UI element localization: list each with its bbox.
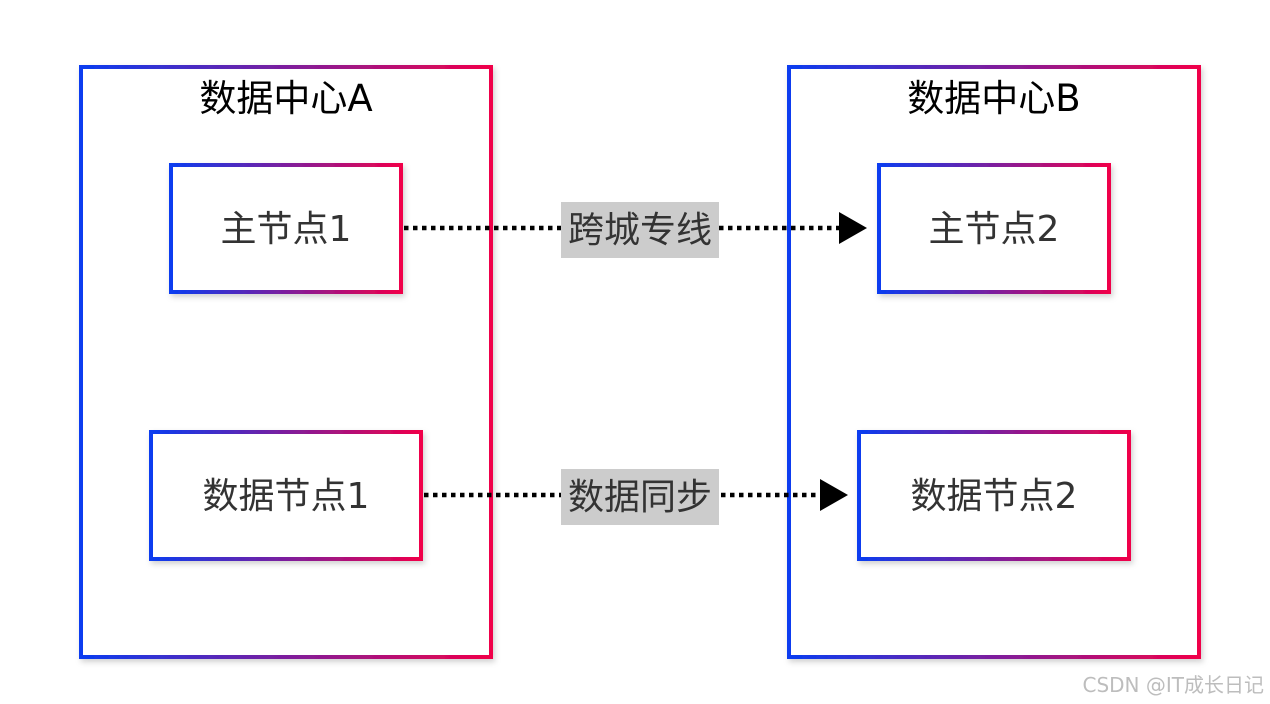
node-data-2-box[interactable]	[857, 430, 1131, 561]
watermark: CSDN @IT成长日记	[1082, 673, 1265, 697]
edge-data-arrowhead-icon	[820, 479, 848, 511]
edge-master-arrowhead-icon	[839, 212, 867, 244]
edge-data-sync: 数据同步	[424, 469, 848, 525]
edge-master-label-bg	[561, 202, 719, 258]
datacenter-b: 数据中心B	[787, 65, 1201, 659]
datacenter-a-title: 数据中心A	[199, 77, 372, 120]
datacenter-a-border	[79, 65, 493, 659]
datacenter-b-border	[787, 65, 1201, 659]
edge-master-label: 跨城专线	[568, 210, 712, 251]
node-data-1-box[interactable]	[149, 430, 423, 561]
node-master-1-label: 主节点1	[221, 209, 352, 250]
datacenter-b-title: 数据中心B	[907, 77, 1080, 120]
node-master-1[interactable]: 主节点1	[169, 163, 403, 294]
node-data-2[interactable]: 数据节点2	[857, 430, 1131, 561]
node-master-2-label: 主节点2	[929, 209, 1060, 250]
node-master-2[interactable]: 主节点2	[877, 163, 1111, 294]
edge-data-label-bg	[561, 469, 719, 525]
edge-data-label: 数据同步	[568, 477, 712, 518]
node-data-2-label: 数据节点2	[911, 476, 1078, 517]
edge-master-sync: 跨城专线	[404, 202, 867, 258]
node-data-1[interactable]: 数据节点1	[149, 430, 423, 561]
datacenter-a: 数据中心A	[79, 65, 493, 659]
node-master-1-box[interactable]	[169, 163, 403, 294]
node-master-2-box[interactable]	[877, 163, 1111, 294]
node-data-1-label: 数据节点1	[203, 476, 370, 517]
